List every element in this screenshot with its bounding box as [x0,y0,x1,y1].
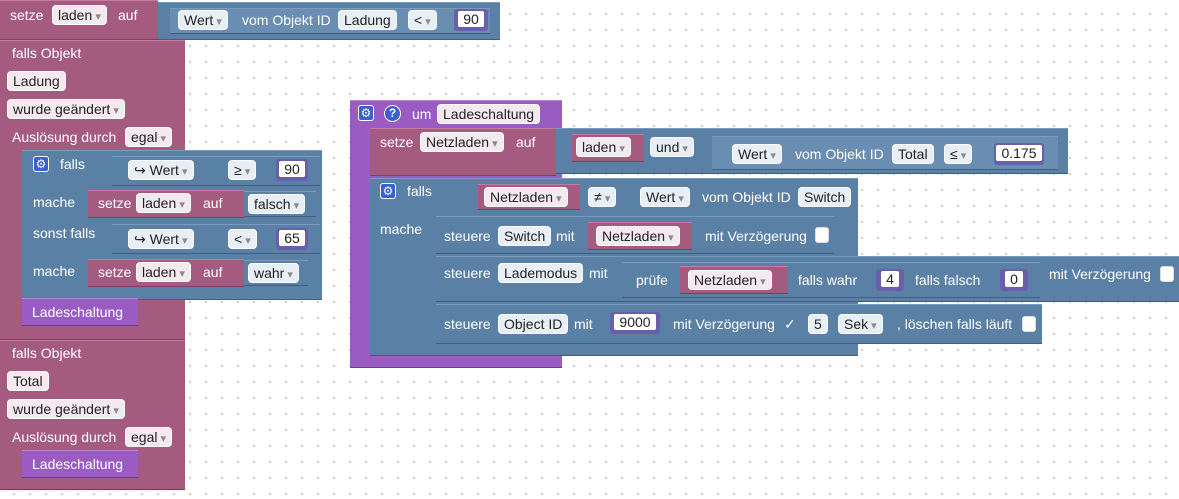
falls-objekt-label: falls Objekt [12,45,82,61]
if-falls-label: falls [60,156,85,172]
netzladen-dropdown-3[interactable]: Netzladen [596,226,680,246]
netzladen-dropdown-4[interactable]: Netzladen [688,270,772,290]
call-ladeschaltung-2[interactable] [22,450,138,478]
ausloesung-label-2: Auslösung durch [12,429,117,445]
ausloesung-label: Auslösung durch [12,129,117,145]
val-0-field[interactable]: 0 [1000,269,1028,291]
call-label-2: Ladeschaltung [32,456,124,472]
egal-dropdown-2[interactable]: egal [125,427,173,447]
auf-label: auf [118,7,138,23]
op-le-dropdown[interactable]: ≤ [944,144,973,164]
wert-dropdown[interactable]: Wert [178,10,228,30]
object-switch-field[interactable]: Switch [798,187,852,207]
und-dropdown[interactable]: und [650,137,694,157]
auf-label-4: auf [516,134,536,150]
mache-label: mache [33,194,76,210]
auf-label-3: auf [203,264,223,280]
steuere-label-2: steuere [444,265,491,281]
vom-objekt-label-3: vom Objekt ID [702,189,791,205]
val-0175-field[interactable]: 0.175 [994,143,1044,165]
laden-dropdown-2[interactable]: laden [136,193,191,213]
sek-dropdown[interactable]: Sek [838,314,883,334]
steuere-label-3: steuere [444,316,491,332]
delay-checkbox-3[interactable] [1022,316,1036,332]
egal-dropdown[interactable]: egal [125,127,173,147]
gear-icon[interactable]: ⚙ [33,156,49,172]
setze-label: setze [10,7,44,23]
changed-dropdown[interactable]: wurde geändert [7,99,125,119]
pruefe-label: prüfe [636,272,668,288]
object-total-field-2[interactable]: Total [892,144,934,164]
um-label: um [412,106,432,122]
setze-label-3: setze [98,264,132,280]
changed-dropdown-2[interactable]: wurde geändert [7,399,125,419]
gear-icon[interactable]: ⚙ [380,183,396,199]
variable-dropdown[interactable]: laden [52,5,107,25]
setze-label-4: setze [380,134,414,150]
auf-label-2: auf [203,195,223,211]
falls-falsch-label: falls falsch [915,272,981,288]
object-ladung-field[interactable]: Ladung [7,71,66,91]
falls-objekt-label-2: falls Objekt [12,345,82,361]
steuere-label-1: steuere [444,228,491,244]
op-lt-dropdown[interactable]: < [228,229,257,249]
op-ne-dropdown[interactable]: ≠ [588,187,617,207]
netzladen-dropdown[interactable]: Netzladen [420,132,504,152]
op-ge-dropdown[interactable]: ≥ [228,160,257,180]
mit-label-1: mit [556,228,575,244]
lademodus-field[interactable]: Lademodus [498,263,584,283]
mache-label-3: mache [380,221,423,237]
switch-field[interactable]: Switch [498,226,552,246]
val-90-field[interactable]: 90 [276,159,308,181]
delay-seconds-field[interactable]: 5 [808,314,828,334]
netzladen-dropdown-2[interactable]: Netzladen [484,187,568,207]
mit-verz-label-1: mit Verzögerung [705,228,807,244]
object-id-field[interactable]: Ladung [338,10,397,30]
vom-objekt-label: vom Objekt ID [242,12,331,28]
operator-dropdown[interactable]: < [408,10,437,30]
val-65-field[interactable]: 65 [276,228,308,250]
falsch-dropdown[interactable]: falsch [248,194,306,214]
loeschen-label: , löschen falls läuft [897,316,1013,332]
val-9000-field[interactable]: 9000 [610,312,660,334]
laden-dropdown-3[interactable]: laden [136,262,191,282]
function-name-field[interactable]: Ladeschaltung [437,104,541,124]
wert-dropdown-2[interactable]: ↪ Wert [128,229,194,249]
call-label-1: Ladeschaltung [32,304,124,320]
mit-verz-label-3: mit Verzögerung [673,316,775,332]
help-icon[interactable]: ? [384,105,401,122]
sonst-falls-label: sonst falls [33,225,96,241]
object-total-field[interactable]: Total [7,371,49,391]
wert-dropdown-3[interactable]: Wert [732,144,782,164]
mit-label-2: mit [589,265,608,281]
number-field[interactable]: 90 [454,9,488,31]
call-ladeschaltung-1[interactable] [22,298,138,326]
wert-dropdown-1[interactable]: ↪ Wert [128,160,194,180]
object-id-field-2[interactable]: Object ID [498,314,569,334]
check-mark-icon[interactable]: ✓ [784,316,796,332]
mit-label-3: mit [574,316,593,332]
delay-checkbox-2[interactable] [1160,266,1174,282]
vom-objekt-label-2: vom Objekt ID [795,146,884,162]
val-4-field[interactable]: 4 [876,269,904,291]
wahr-dropdown[interactable]: wahr [248,263,299,283]
delay-checkbox-1[interactable] [815,227,829,243]
mit-verz-label-2: mit Verzögerung [1049,266,1151,282]
gear-icon[interactable]: ⚙ [358,105,374,121]
mache-label-2: mache [33,263,76,279]
setze-label-2: setze [98,195,132,211]
falls-wahr-label: falls wahr [798,272,858,288]
if-falls-label-2: falls [407,183,432,199]
laden-var-dropdown[interactable]: laden [576,137,631,157]
wert-dropdown-4[interactable]: Wert [640,187,690,207]
